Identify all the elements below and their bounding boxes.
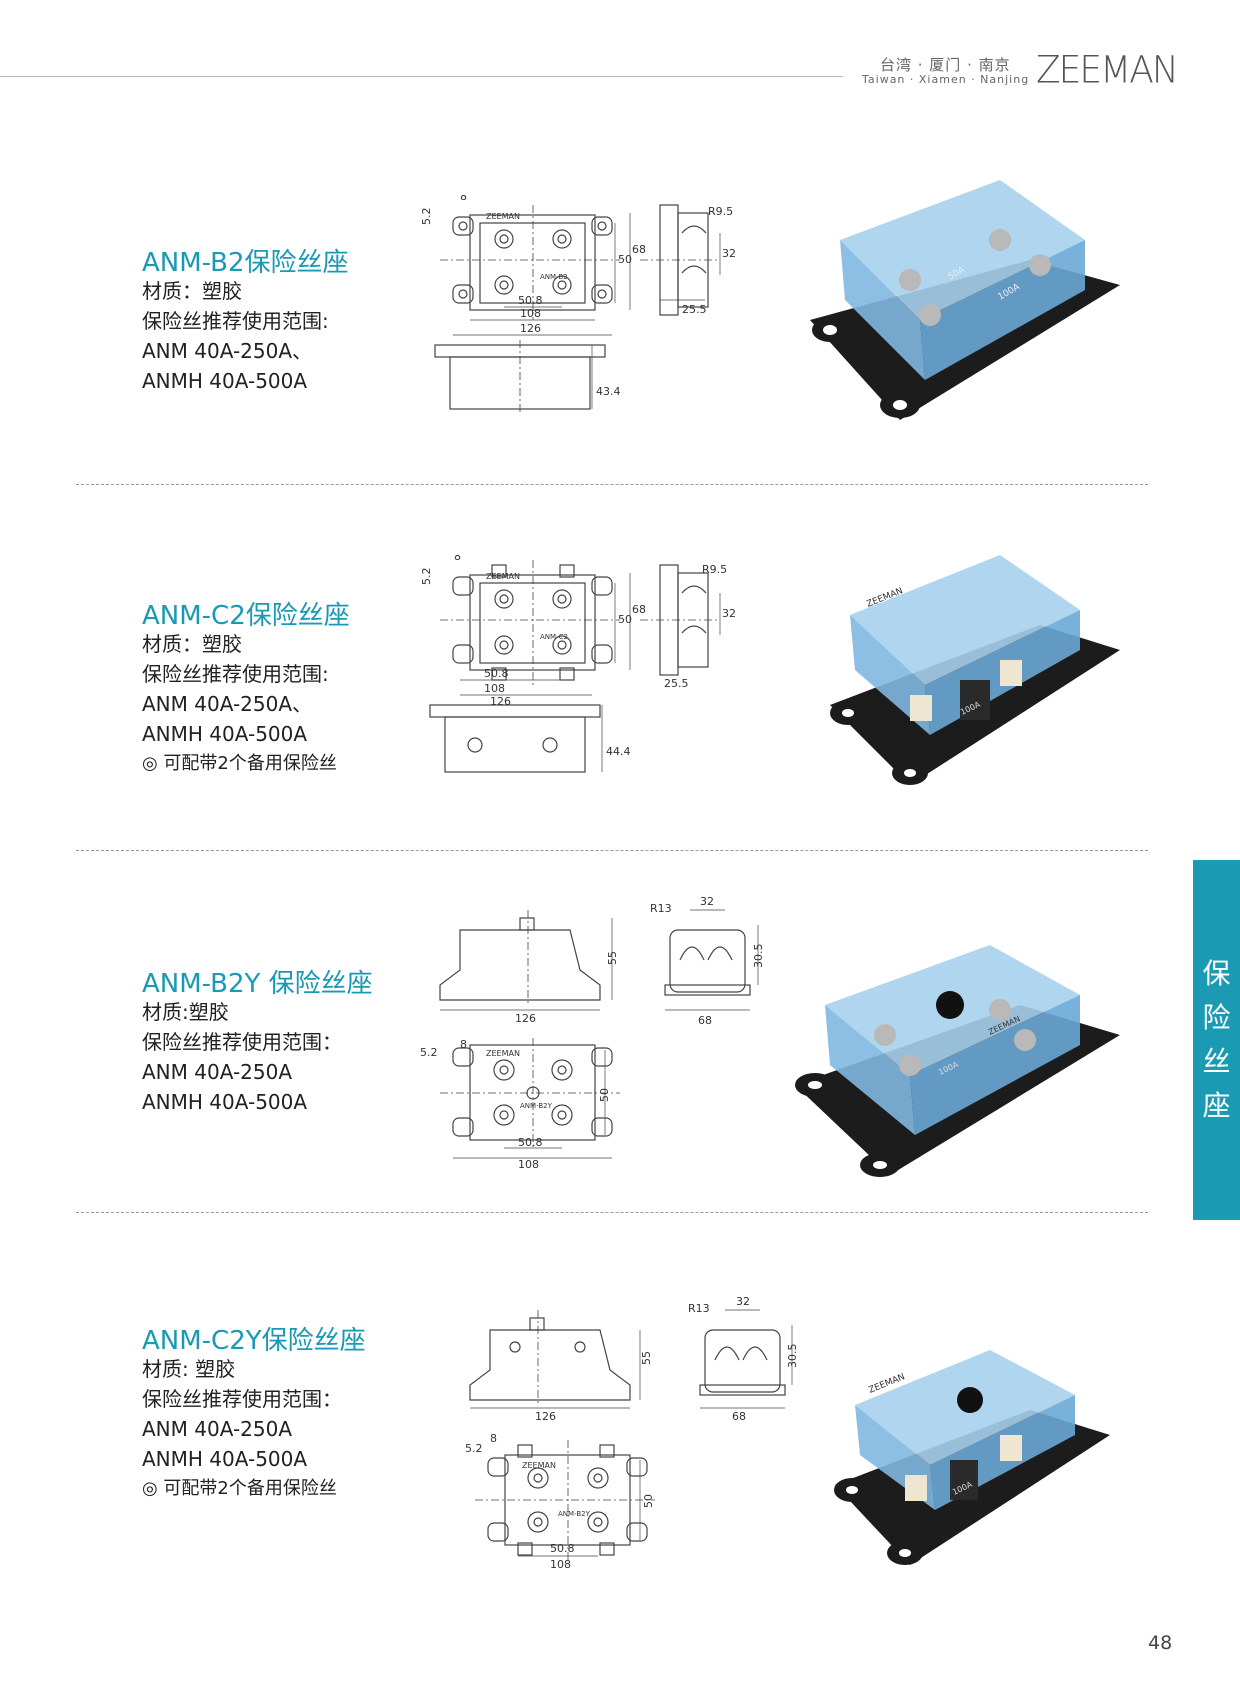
dim-label: 8 (490, 1432, 497, 1445)
dim-label: 68 (632, 603, 646, 616)
brand-logo: ZEEMAN (1036, 48, 1179, 93)
dim-label: 108 (518, 1158, 539, 1170)
header-cities-cn: 台湾 · 厦门 · 南京 (880, 56, 1011, 74)
product-photo: 50A 100A (800, 170, 1120, 444)
product-photo: ZEEMAN 100A (820, 545, 1120, 799)
side-tab-char: 丝 (1202, 1045, 1231, 1078)
spec-line: ANM 40A-250A、 (142, 339, 313, 363)
dim-label: 5.2 (420, 208, 433, 226)
spec-line: 材质:塑胶 (142, 1000, 229, 1024)
dim-label: 32 (722, 607, 736, 620)
side-tab-char: 座 (1202, 1089, 1231, 1122)
dim-label: 108 (550, 1558, 571, 1570)
product-specs: 材质：塑胶 保险丝推荐使用范围: ANM 40A-250A、 ANMH 40A-… (142, 629, 337, 779)
dim-label: 126 (515, 1012, 536, 1025)
drawing-model: ANM-B2Y (520, 1102, 553, 1110)
dim-label: 108 (484, 682, 505, 695)
section-divider (76, 484, 1148, 485)
dim-label: 44.4 (606, 745, 631, 758)
spec-line: ◎ 可配带2个备用保险丝 (142, 753, 337, 774)
technical-drawing: 5.2 8 50 68 50.8 108 126 ZEEMAN ANM-C2 R… (420, 550, 810, 809)
side-tab-char: 保 (1202, 957, 1231, 990)
section-divider (76, 1212, 1148, 1213)
product-photo: ZEEMAN 100A (790, 935, 1130, 1199)
spec-line: ANM 40A-250A (142, 1417, 293, 1441)
product-specs: 材质:塑胶 保险丝推荐使用范围： ANM 40A-250A ANMH 40A-5… (142, 997, 342, 1117)
drawing-brand: ZEEMAN (486, 212, 520, 221)
dim-label: 32 (736, 1295, 750, 1308)
technical-drawing: 55 126 R13 32 30.5 68 5.2 8 50 50.8 108 … (460, 1290, 840, 1574)
dim-label: 55 (640, 1351, 653, 1365)
drawing-brand: ZEEMAN (486, 572, 520, 581)
dim-label: 5.2 (465, 1442, 483, 1455)
spec-line: ◎ 可配带2个备用保险丝 (142, 1478, 337, 1499)
header-cities-en: Taiwan · Xiamen · Nanjing (862, 73, 1030, 86)
dim-label: 50 (618, 613, 632, 626)
drawing-model: ANM-B2 (540, 273, 568, 281)
drawing-model: ANM-B2Y (558, 1510, 591, 1518)
dim-label: R13 (650, 902, 672, 915)
dim-label: 5.2 (420, 568, 433, 586)
spec-line: ANMH 40A-500A (142, 1090, 308, 1114)
dim-label: 25.5 (664, 677, 689, 690)
dim-label: 5.2 (420, 1046, 438, 1059)
dim-label: 68 (698, 1014, 712, 1027)
product-title: ANM-B2Y 保险丝座 (142, 969, 373, 999)
dim-label: 68 (632, 243, 646, 256)
dim-label: 43.4 (596, 385, 621, 398)
dim-label: 30.5 (786, 1344, 799, 1369)
drawing-brand: ZEEMAN (522, 1461, 556, 1470)
dim-label: 50 (642, 1494, 655, 1508)
dim-label: R9.5 (708, 205, 733, 218)
dim-label: 30.5 (752, 944, 765, 969)
product-specs: 材质：塑胶 保险丝推荐使用范围: ANM 40A-250A、 ANMH 40A-… (142, 276, 329, 396)
product-title: ANM-C2Y保险丝座 (142, 1326, 366, 1356)
spec-line: ANM 40A-250A、 (142, 692, 313, 716)
spec-line: 材质: 塑胶 (142, 1357, 236, 1381)
dim-label: 32 (700, 895, 714, 908)
dim-label: 50.8 (484, 667, 509, 680)
technical-drawing: 5.2 8 50 68 50.8 108 126 ZEEMAN ANM-B2 R… (420, 190, 810, 449)
dim-label: 50.8 (518, 1136, 543, 1149)
product-specs: 材质: 塑胶 保险丝推荐使用范围： ANM 40A-250A ANMH 40A-… (142, 1354, 342, 1504)
spec-line: 保险丝推荐使用范围: (142, 662, 329, 686)
dim-label: 55 (606, 951, 619, 965)
dim-label: 126 (520, 322, 541, 335)
page-number: 48 (1148, 1632, 1173, 1654)
spec-line: ANM 40A-250A (142, 1060, 293, 1084)
category-side-tab[interactable]: 保 险 丝 座 (1193, 860, 1240, 1220)
spec-line: ANMH 40A-500A (142, 369, 308, 393)
header-rule (0, 76, 843, 77)
dim-label: 68 (732, 1410, 746, 1423)
dim-label: 8 (460, 195, 467, 203)
drawing-model: ANM-C2 (540, 633, 568, 641)
spec-line: ANMH 40A-500A (142, 722, 308, 746)
spec-line: 保险丝推荐使用范围： (142, 1030, 342, 1054)
dim-label: 108 (520, 307, 541, 320)
spec-line: ANMH 40A-500A (142, 1447, 308, 1471)
spec-line: 材质：塑胶 (142, 632, 242, 656)
product-title: ANM-C2保险丝座 (142, 601, 350, 631)
spec-line: 保险丝推荐使用范围: (142, 309, 329, 333)
drawing-brand: ZEEMAN (486, 1049, 520, 1058)
product-title: ANM-B2保险丝座 (142, 248, 349, 278)
spec-line: 材质：塑胶 (142, 279, 242, 303)
dim-label: 126 (490, 695, 511, 708)
dim-label: 32 (722, 247, 736, 260)
technical-drawing: 55 126 R13 32 30.5 68 5.2 8 50 50.8 108 … (420, 890, 810, 1174)
section-divider (76, 850, 1148, 851)
dim-label: 8 (454, 555, 461, 563)
dim-label: 8 (460, 1038, 467, 1051)
dim-label: 126 (535, 1410, 556, 1423)
dim-label: R13 (688, 1302, 710, 1315)
dim-label: R9.5 (702, 563, 727, 576)
side-tab-char: 险 (1202, 1001, 1231, 1034)
dim-label: 50 (598, 1088, 611, 1102)
spec-line: 保险丝推荐使用范围： (142, 1387, 342, 1411)
dim-label: 50.8 (550, 1542, 575, 1555)
dim-label: 50.8 (518, 294, 543, 307)
product-photo: ZEEMAN 100A (830, 1335, 1110, 1579)
dim-label: 50 (618, 253, 632, 266)
dim-label: 25.5 (682, 303, 707, 316)
